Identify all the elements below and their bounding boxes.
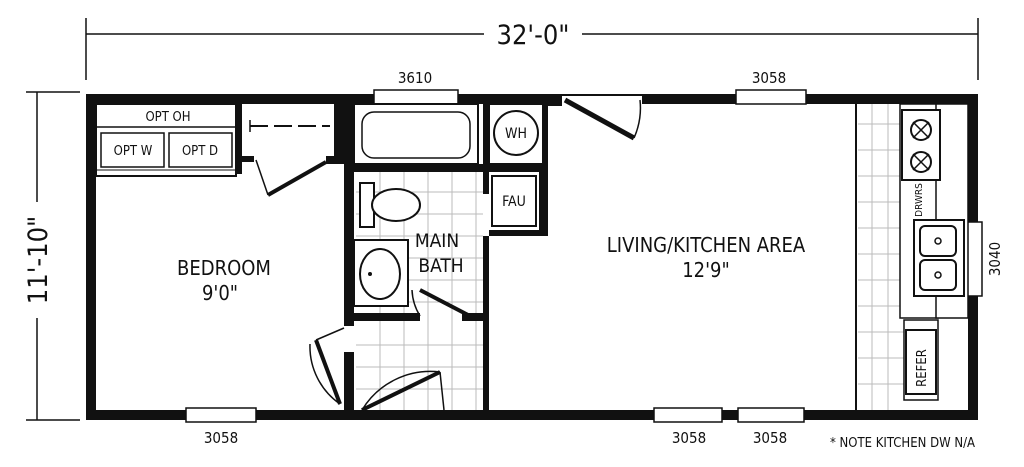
furnace: FAU [491,175,537,227]
opt-oh-label: OPT OH [145,110,190,125]
refer-label: REFER [915,349,930,387]
kitchen-note: * NOTE KITCHEN DW N/A [830,436,975,451]
entry-door [562,96,642,141]
refrigerator: REFER [905,329,937,395]
window-top-living: 3058 [735,69,807,105]
main-bath-label-2: BATH [418,255,463,277]
interior-walls [236,94,562,412]
range [901,109,941,181]
living-kitchen-label: LIVING/KITCHEN AREA [607,233,806,257]
window-bottom-living-1: 3058 [653,407,723,447]
window-bottom-bedroom: 3058 [185,407,257,447]
svg-text:3058: 3058 [204,429,238,447]
width-dimension-label: 32'-0" [497,20,570,51]
bath-sink [353,239,409,307]
laundry-closet: OPT OH OPT W OPT D [95,103,237,177]
hall-door [361,370,445,412]
window-bottom-living-2: 3058 [737,407,805,447]
bedroom-door [309,327,345,405]
bedroom-closet-door [249,120,330,197]
window-right-kitchen: 3040 [963,221,1004,297]
svg-text:3058: 3058 [672,429,706,447]
drwrs-label: DRWRS [914,183,925,217]
depth-dimension: 11'-10" [23,91,80,421]
depth-dimension-label: 11'-10" [23,216,54,304]
opt-w-label: OPT W [114,144,153,159]
kitchen-sink [913,219,965,297]
toilet [359,182,421,228]
water-heater: WH [488,103,544,165]
window-top-bath: 3610 [373,69,459,105]
bathtub [353,103,479,165]
svg-text:3610: 3610 [398,69,432,87]
fau-label: FAU [502,194,526,210]
bath-door [411,288,471,318]
svg-text:3040: 3040 [986,242,1004,276]
main-bath-label-1: MAIN [415,230,459,252]
living-kitchen-size: 12'9" [682,258,730,282]
width-dimension: 32'-0" [85,18,979,80]
svg-text:3058: 3058 [752,69,786,87]
svg-text:3058: 3058 [753,429,787,447]
bedroom-label: BEDROOM [177,256,271,280]
bedroom-size: 9'0" [202,281,238,305]
opt-d-label: OPT D [182,144,218,159]
wh-label: WH [505,126,527,142]
